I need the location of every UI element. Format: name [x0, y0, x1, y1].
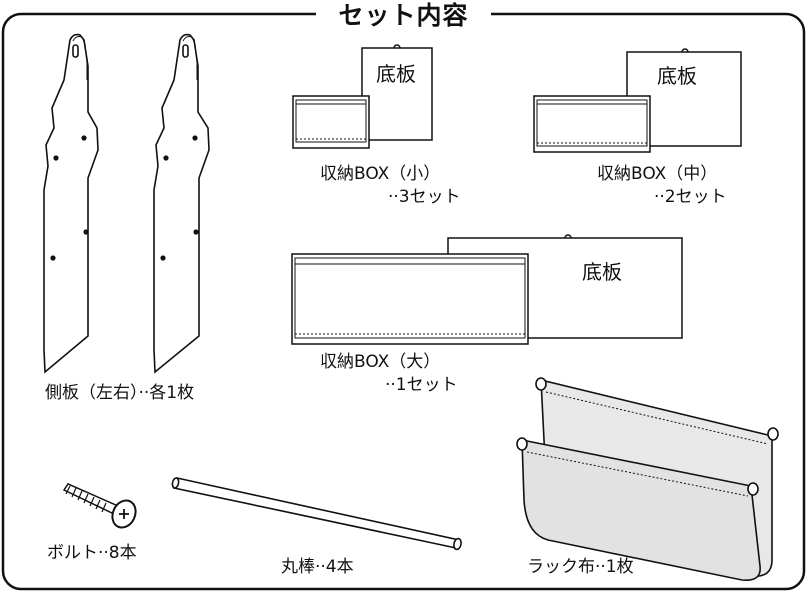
side-panel-right [153, 33, 210, 374]
bolt-illustration [62, 483, 137, 529]
rod-label: 丸棒··4本 [281, 557, 354, 577]
box-small-illustration [292, 44, 433, 149]
rack-cloth-illustration [516, 377, 779, 582]
box-large-label: 収納BOX（大） [320, 352, 441, 372]
bottom-board-large-label: 底板 [582, 260, 622, 284]
box-large-qty: ··1セット [385, 375, 458, 395]
box-medium-illustration [533, 48, 742, 153]
rack-cloth-label: ラック布··1枚 [527, 557, 634, 577]
side-panel-left [43, 33, 99, 374]
bolt-label: ボルト··8本 [47, 543, 137, 563]
bottom-board-medium-label: 底板 [657, 64, 697, 88]
side-panels-label: 側板（左右）··各1枚 [45, 383, 195, 403]
box-small-label: 収納BOX（小） [320, 164, 441, 184]
page-title: セット内容 [0, 0, 807, 32]
box-medium-label: 収納BOX（中） [597, 164, 718, 184]
bottom-board-small-label: 底板 [376, 62, 416, 86]
box-small-qty: ··3セット [388, 187, 461, 207]
box-large-illustration [291, 234, 683, 345]
box-medium-qty: ··2セット [654, 187, 727, 207]
rod-illustration [171, 477, 462, 551]
bottom-board-small [361, 47, 433, 141]
